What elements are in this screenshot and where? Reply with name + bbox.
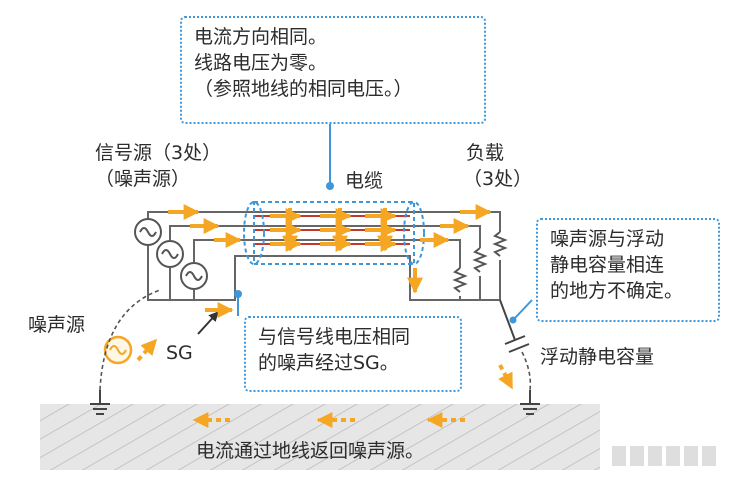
callout-right-line3: 的地方不确定。 [550, 280, 684, 302]
noise-source-label: 噪声源 [28, 314, 86, 336]
callout-right-line1: 噪声源与浮动 [550, 228, 665, 250]
current-arrows [168, 204, 492, 318]
callout-bottom: 与信号线电压相同 的噪声经过SG。 [244, 316, 462, 392]
callout-bottom-line1: 与信号线电压相同 [258, 326, 411, 348]
ground-symbol-left [90, 390, 110, 415]
floating-capacitance-label: 浮动静电容量 [540, 346, 655, 368]
watermark [612, 446, 734, 470]
callout-right: 噪声源与浮动 静电容量相连 的地方不确定。 [536, 218, 720, 322]
signal-source-3 [180, 262, 208, 290]
floating-capacitor [499, 299, 530, 353]
cable [243, 201, 425, 265]
load-label-line1: 负载 [466, 142, 505, 164]
ground-symbol-right [520, 390, 540, 415]
callout-top-line3: （参照地线的相同电压。） [194, 78, 413, 100]
callout-right-line2: 静电容量相连 [550, 254, 665, 276]
callout-top: 电流方向相同。 线路电压为零。 （参照地线的相同电压。） [180, 16, 486, 124]
signal-source-label-line2: （噪声源） [95, 168, 191, 190]
load-label-line2: （3处） [463, 168, 533, 190]
sg-label: SG [166, 342, 193, 364]
callout-top-line2: 线路电压为零。 [194, 52, 328, 74]
ground-caption: 电流通过地线返回噪声源。 [196, 440, 425, 462]
load-resistors [452, 231, 508, 293]
cable-label: 电缆 [345, 170, 384, 192]
noise-arrows [136, 338, 514, 428]
callout-bottom-line2: 的噪声经过SG。 [258, 352, 399, 374]
signal-source-1 [134, 218, 162, 246]
noise-source-icon [103, 335, 133, 365]
callout-top-line1: 电流方向相同。 [194, 26, 328, 48]
signal-source-label-line1: 信号源（3处） [95, 142, 222, 164]
signal-source-2 [156, 240, 184, 268]
